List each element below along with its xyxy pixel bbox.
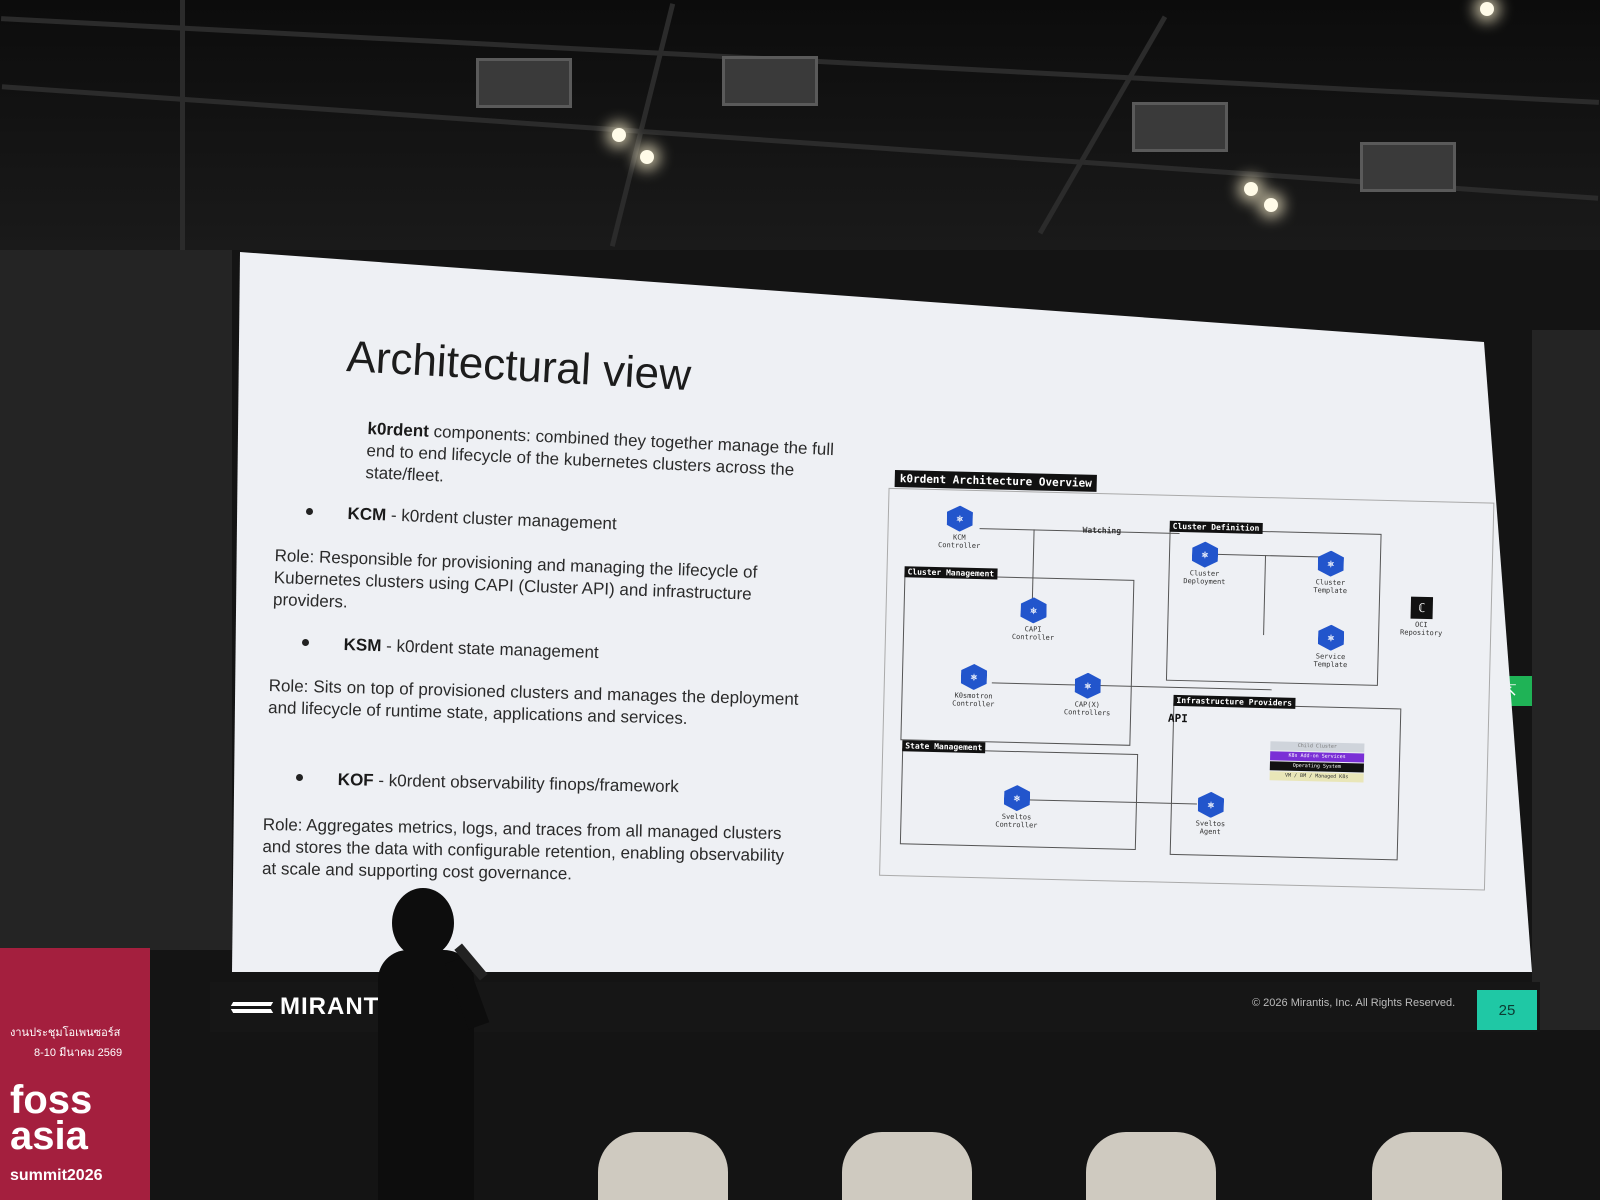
kubernetes-icon: ⎈ [1020, 597, 1047, 624]
banner-logo-line: asia [10, 1114, 88, 1158]
item-kcm-name: KCM [347, 503, 387, 525]
node-cluster-template: ⎈Cluster Template [1300, 550, 1361, 595]
item-kof-desc: - k0rdent observability finops/framework [373, 770, 679, 797]
node-capi-controller: ⎈CAPI Controller [1003, 597, 1064, 642]
ceiling-light [1264, 198, 1278, 212]
bullet-kcm [306, 508, 313, 515]
node-sveltos-agent: ⎈Sveltos Agent [1180, 791, 1241, 836]
banner-logo-line: foss [10, 1078, 93, 1122]
group-cluster-definition-label: Cluster Definition [1169, 520, 1263, 534]
kubernetes-icon: ⎈ [1198, 792, 1225, 819]
chair [1372, 1132, 1502, 1200]
left-wall [0, 250, 232, 950]
brand-logo: MIRANTI [232, 993, 387, 1021]
right-wall [1532, 330, 1600, 1030]
kubernetes-icon: ⎈ [947, 505, 974, 532]
banner-line: งานประชุมโอเพนซอร์ส [10, 1027, 121, 1039]
stack-layer: VM / BM / Managed K8s [1269, 771, 1364, 783]
ceiling-light [1480, 2, 1494, 16]
chair [1086, 1132, 1216, 1200]
projection-screen [232, 252, 1532, 972]
ceiling-vent [722, 56, 818, 106]
node-sveltos-controller: ⎈Sveltos Controller [986, 784, 1047, 830]
child-cluster-stack: Child Cluster K8s Add-on Services Operat… [1269, 741, 1365, 783]
node-kcm-controller: ⎈KCM Controller [929, 505, 990, 550]
node-k0smotron-controller: ⎈K0smotron Controller [943, 663, 1004, 708]
ceiling [0, 0, 1600, 250]
chair [598, 1132, 728, 1200]
ceiling-light [1244, 182, 1258, 196]
item-kof-name: KOF [337, 769, 374, 790]
ceiling-light [640, 150, 654, 164]
bullet-kof [296, 774, 303, 781]
chair [842, 1132, 972, 1200]
group-cluster-management-label: Cluster Management [904, 566, 998, 580]
kubernetes-icon: ⎈ [1318, 624, 1345, 651]
item-ksm-name: KSM [343, 634, 382, 656]
kubernetes-icon: ⎈ [1192, 541, 1219, 568]
event-banner: งานประชุมโอเพนซอร์ส 8-10 มีนาคม 2569 fos… [0, 948, 150, 1200]
node-capx-controllers: ⎈CAP(X) Controllers [1057, 672, 1118, 717]
node-service-template: ⎈Service Template [1300, 624, 1361, 669]
brand-name: MIRANTI [280, 993, 387, 1020]
bullet-ksm [302, 639, 309, 646]
oci-icon: ℂ [1410, 596, 1434, 620]
item-ksm-desc: - k0rdent state management [381, 636, 599, 663]
mirantis-logo-icon [232, 1000, 272, 1014]
group-state-management-label: State Management [902, 740, 986, 754]
node-cluster-deployment: ⎈Cluster Deployment [1174, 541, 1235, 586]
api-label: API [1167, 711, 1189, 726]
kubernetes-icon: ⎈ [1074, 672, 1101, 699]
copyright-text: © 2026 Mirantis, Inc. All Rights Reserve… [1252, 997, 1456, 1009]
banner-line: 8-10 มีนาคม 2569 [34, 1047, 123, 1059]
intro-brand: k0rdent [367, 418, 430, 441]
ceiling-vent [476, 58, 572, 108]
item-kof-role: Role: Aggregates metrics, logs, and trac… [261, 814, 785, 884]
slide-number: 25 [1477, 990, 1537, 1030]
architecture-diagram: k0rdent Architecture Overview Cluster Ma… [879, 470, 1515, 905]
kubernetes-icon: ⎈ [1318, 550, 1345, 577]
ceiling-vent [1360, 142, 1456, 192]
ceiling-vent [1132, 102, 1228, 152]
banner-subtitle: summit2026 [10, 1167, 103, 1184]
edge-watching-label: Watching [1082, 525, 1122, 536]
ceiling-light [612, 128, 626, 142]
kubernetes-icon: ⎈ [961, 664, 988, 691]
kubernetes-icon: ⎈ [1004, 785, 1031, 812]
